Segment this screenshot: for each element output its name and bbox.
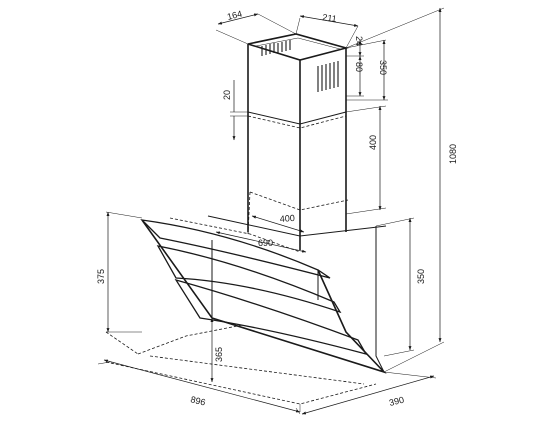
dim-label-1080: 1080 <box>448 144 458 164</box>
dim-label-80: 80 <box>354 62 364 72</box>
dim-label-375: 375 <box>96 269 106 284</box>
dim-label-164: 164 <box>226 9 243 22</box>
vent-slots-left <box>261 40 291 56</box>
dimension-labels: 164 211 24 80 350 20 400 1080 400 690 37… <box>96 9 458 408</box>
dim-label-390: 390 <box>388 395 405 408</box>
hood-hidden-lines <box>137 191 349 355</box>
chimney-top-face <box>247 33 350 61</box>
hood-top-ridge <box>207 215 387 237</box>
chimney-joint-line <box>247 111 347 125</box>
dim-label-400-depth: 400 <box>279 213 295 224</box>
chimney-inner-rim <box>255 37 341 50</box>
dim-label-211: 211 <box>322 12 338 24</box>
chimney <box>247 33 350 250</box>
dim-label-365: 365 <box>214 347 224 362</box>
glass-verticals <box>211 240 319 318</box>
vent-slots-right <box>317 61 339 92</box>
dim-label-350-top: 350 <box>378 60 388 75</box>
dim-label-690: 690 <box>258 238 273 248</box>
dim-label-20: 20 <box>222 90 232 100</box>
hood-body <box>137 191 387 385</box>
dim-label-24: 24 <box>354 36 364 46</box>
dimension-lines <box>97 7 445 415</box>
dim-label-350-body: 350 <box>416 269 426 284</box>
dim-label-896: 896 <box>190 394 207 407</box>
chimney-joint-dashed <box>247 115 347 129</box>
hood-back-edge <box>375 226 385 373</box>
dim-label-400-vertical: 400 <box>368 135 378 150</box>
